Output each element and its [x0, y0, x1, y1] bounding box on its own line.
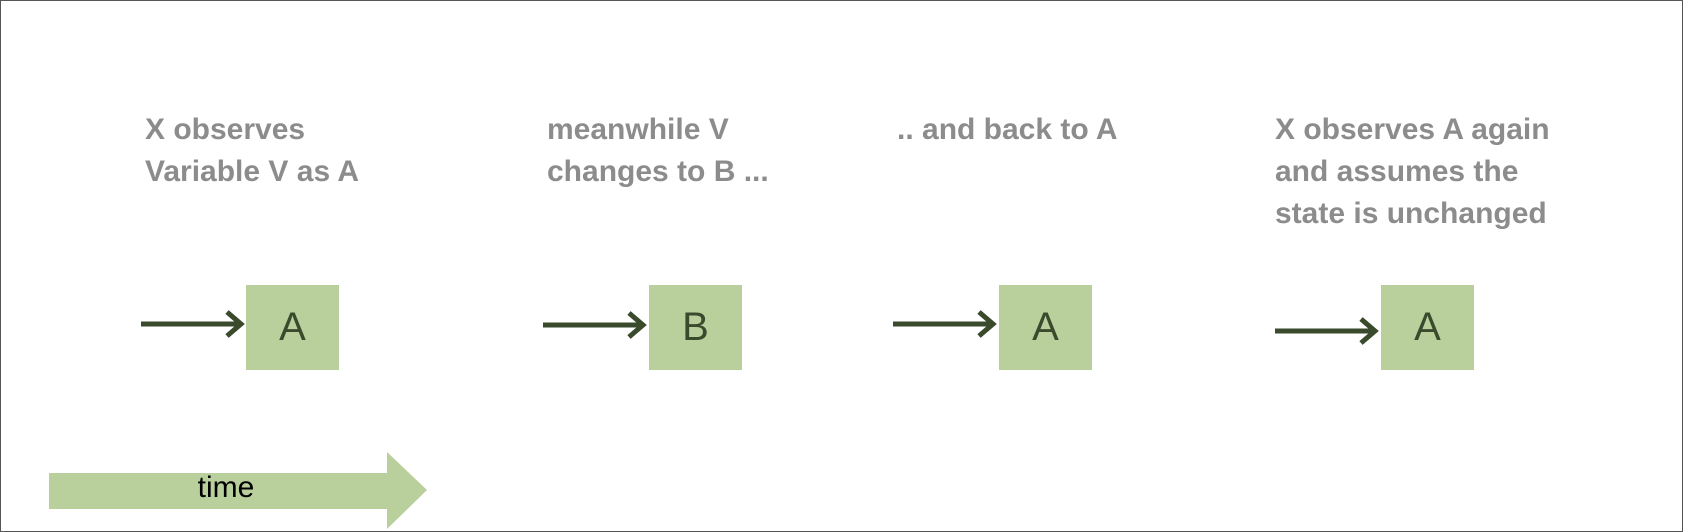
step-4-caption-line-1: X observes A again [1275, 113, 1550, 146]
step-1-caption-line-2: Variable V as A [145, 155, 360, 188]
step-4-caption-line-3: state is unchanged [1275, 197, 1547, 230]
step-3-caption: .. and back to A [897, 109, 1118, 151]
time-label: time [197, 471, 255, 504]
step-2-caption-line-1: meanwhile V [547, 113, 729, 146]
step-2-caption-line-2: changes to B ... [547, 155, 769, 188]
step-4-pointer-arrow [1275, 317, 1379, 345]
step-3-pointer-arrow [893, 310, 997, 338]
step-2-caption: meanwhile V changes to B ... [547, 109, 769, 193]
step-1-pointer-arrow [141, 310, 245, 338]
step-2-pointer-arrow [543, 311, 647, 339]
step-1-value-box: A [246, 285, 339, 370]
step-3-caption-line-1: .. and back to A [897, 113, 1118, 146]
time-arrow-icon [49, 452, 427, 529]
step-3-value-box: A [999, 285, 1092, 370]
step-4-caption: X observes A again and assumes the state… [1275, 109, 1550, 235]
step-1-caption-line-1: X observes [145, 113, 306, 146]
step-1-caption: X observes Variable V as A [145, 109, 359, 193]
step-4-caption-line-2: and assumes the [1275, 155, 1519, 188]
step-4-value-box: A [1381, 285, 1474, 370]
step-2-value-box: B [649, 285, 742, 370]
